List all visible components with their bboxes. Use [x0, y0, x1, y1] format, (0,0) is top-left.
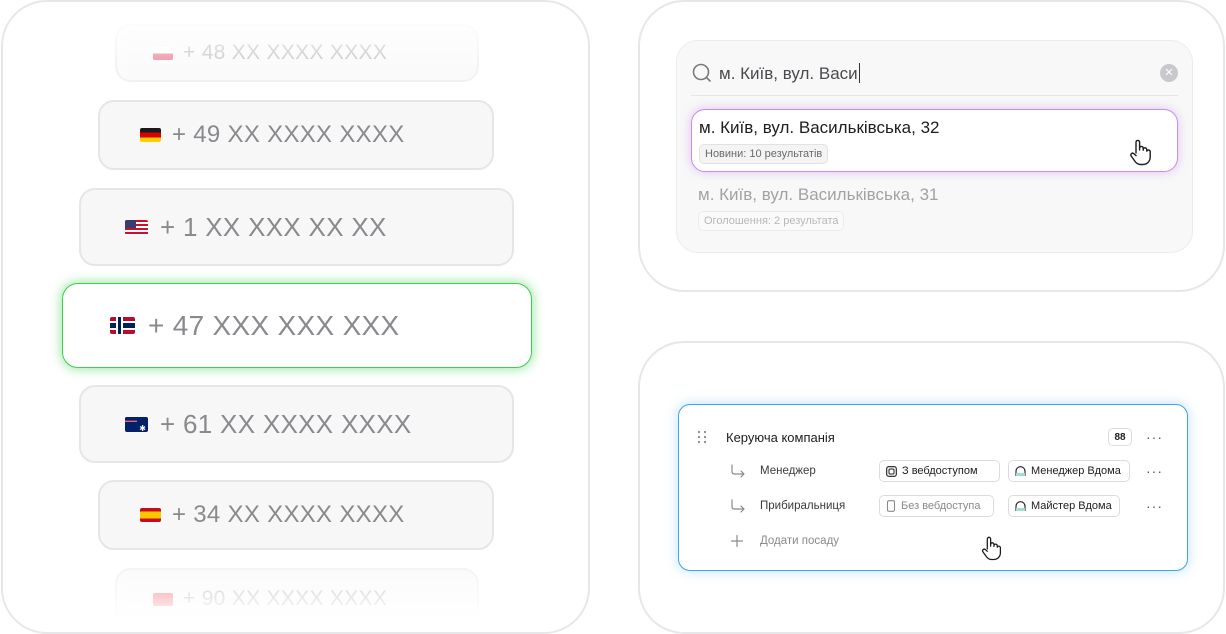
roles-panel: Керуюча компанія 88 ··· Менеджер З вебдо… [678, 404, 1188, 571]
app-chip[interactable]: Менеджер Вдома [1008, 460, 1130, 482]
poland-flag-icon [153, 46, 173, 60]
result-tag: Новини: 10 результатів [699, 144, 829, 164]
search-result[interactable]: м. Київ, вул. Васильківська, 31 Оголошен… [691, 177, 1178, 237]
home-app-icon [1015, 500, 1026, 511]
australia-flag-icon [125, 416, 148, 432]
phone-number: + 61 XX XXXX XXXX [160, 408, 412, 439]
search-input[interactable]: м. Київ, вул. Васи [719, 62, 1160, 84]
phone-number: + 90 XX XXXX XXXX [183, 587, 388, 610]
group-row: Керуюча компанія 88 ··· [679, 424, 1187, 450]
address-search-card: м. Київ, вул. Васи ✕ м. Київ, вул. Васил… [638, 0, 1225, 292]
phone-option-tr[interactable]: + 90 XX XXXX XXXX [115, 568, 479, 630]
plus-icon [731, 535, 743, 547]
home-app-icon [1015, 465, 1026, 476]
more-options-icon[interactable]: ··· [1146, 498, 1163, 514]
position-row: Менеджер З вебдоступом Менеджер Вдома ··… [679, 458, 1187, 484]
drag-handle-icon[interactable] [697, 430, 707, 444]
germany-flag-icon [140, 128, 161, 142]
phone-number: + 48 XX XXXX XXXX [183, 41, 388, 64]
pointer-hand-icon [1130, 139, 1151, 166]
add-position-label: Додати посаду [760, 535, 840, 547]
company-roles-card: Керуюча компанія 88 ··· Менеджер З вебдо… [638, 341, 1225, 634]
phone-option-us[interactable]: + 1 XX XXX XX XX [79, 188, 514, 266]
phone-code-card: + 48 XX XXXX XXXX + 49 XX XXXX XXXX + 1 … [1, 0, 590, 634]
divider [691, 95, 1178, 96]
clear-search-icon[interactable]: ✕ [1160, 64, 1178, 82]
position-name: Менеджер [760, 465, 816, 477]
web-access-chip[interactable]: З вебдоступом [879, 460, 1000, 482]
phone-option-no-selected[interactable]: + 47 XXX XXX XXX [62, 283, 532, 368]
phone-option-au[interactable]: + 61 XX XXXX XXXX [79, 385, 514, 463]
group-title: Керуюча компанія [726, 429, 835, 445]
phone-number: + 47 XXX XXX XXX [148, 309, 400, 341]
group-count-badge: 88 [1108, 428, 1132, 446]
add-position-row[interactable]: Додати посаду [679, 528, 1187, 554]
usa-flag-icon [125, 219, 148, 235]
position-row: Прибиральниця Без вебдоступа Майстер Вдо… [679, 493, 1187, 519]
search-dropdown: м. Київ, вул. Васи ✕ м. Київ, вул. Васил… [676, 40, 1193, 253]
phone-option-de[interactable]: + 49 XX XXXX XXXX [98, 100, 494, 170]
phone-number: + 34 XX XXXX XXXX [172, 501, 405, 528]
result-tag: Оголошення: 2 результата [698, 211, 845, 231]
search-icon [692, 63, 711, 82]
search-bar[interactable]: м. Київ, вул. Васи ✕ [691, 53, 1178, 93]
more-options-icon[interactable]: ··· [1146, 429, 1163, 445]
phone-option-pl[interactable]: + 48 XX XXXX XXXX [115, 24, 479, 82]
phone-number: + 49 XX XXXX XXXX [172, 121, 405, 148]
more-options-icon[interactable]: ··· [1146, 463, 1163, 479]
position-name: Прибиральниця [760, 500, 846, 512]
web-access-icon [886, 465, 897, 477]
text-caret [858, 62, 861, 83]
result-title: м. Київ, вул. Васильківська, 32 [699, 118, 940, 137]
norway-flag-icon [110, 317, 135, 334]
search-result-hovered[interactable]: м. Київ, вул. Васильківська, 32 Новини: … [691, 109, 1178, 172]
phone-number: + 1 XX XXX XX XX [160, 211, 387, 242]
result-title: м. Київ, вул. Васильківська, 31 [698, 185, 939, 204]
app-chip[interactable]: Майстер Вдома [1008, 495, 1120, 517]
turkey-flag-icon [153, 592, 173, 606]
no-web-access-chip[interactable]: Без вебдоступа [879, 495, 994, 517]
pointer-hand-icon [981, 536, 1002, 561]
sub-item-arrow-icon [731, 499, 745, 513]
sub-item-arrow-icon [731, 464, 745, 478]
phone-option-es[interactable]: + 34 XX XXXX XXXX [98, 480, 494, 550]
phone-device-icon [886, 500, 896, 512]
spain-flag-icon [140, 508, 161, 522]
